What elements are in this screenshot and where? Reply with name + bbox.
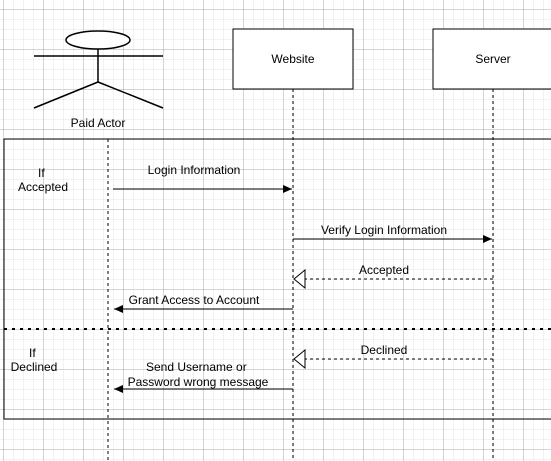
website-label: Website xyxy=(271,52,314,66)
actor-figure[interactable] xyxy=(33,30,164,109)
accepted-return-label: Accepted xyxy=(359,263,409,277)
server-label: Server xyxy=(475,52,510,66)
actor-label: Paid Actor xyxy=(71,116,126,130)
actor-right-leg xyxy=(97,81,164,109)
actor-left-leg xyxy=(33,81,99,109)
alt-fragment-frame xyxy=(3,138,551,420)
declined-guard-label: If Declined xyxy=(11,346,58,374)
accepted-guard-label: If Accepted xyxy=(18,166,68,194)
grant-access-label: Grant Access to Account xyxy=(129,293,260,307)
wrong-credentials-label: Send Username or Password wrong message xyxy=(128,360,269,389)
login-message-label: Login Information xyxy=(148,163,241,177)
server-participant-box[interactable] xyxy=(432,28,551,90)
declined-return-label: Declined xyxy=(361,343,408,357)
website-participant-box[interactable] xyxy=(232,28,354,90)
verify-message-label: Verify Login Information xyxy=(321,223,447,237)
actor-head xyxy=(65,30,131,50)
